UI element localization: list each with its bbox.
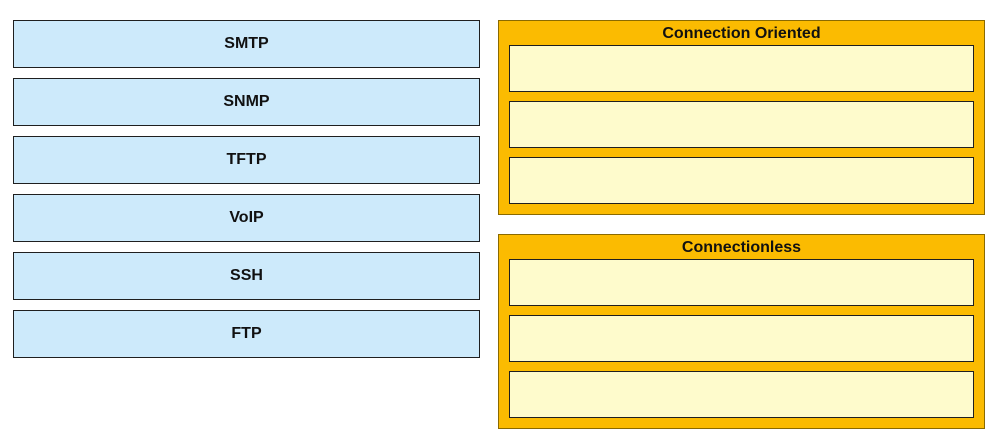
connectionless-group: Connectionless — [498, 234, 985, 429]
protocol-item-label: SMTP — [224, 35, 269, 52]
connectionless-title: Connectionless — [681, 239, 802, 256]
protocol-item-voip[interactable]: VoIP — [13, 194, 480, 242]
protocol-item-smtp[interactable]: SMTP — [13, 20, 480, 68]
connection-oriented-group: Connection Oriented — [498, 20, 985, 215]
connection-oriented-drop-slot[interactable] — [509, 101, 974, 148]
protocol-item-tftp[interactable]: TFTP — [13, 136, 480, 184]
connectionless-drop-slot[interactable] — [509, 315, 974, 362]
protocol-item-ftp[interactable]: FTP — [13, 310, 480, 358]
connectionless-drop-slot[interactable] — [509, 371, 974, 418]
connection-oriented-drop-slot[interactable] — [509, 157, 974, 204]
protocol-item-label: SSH — [230, 267, 263, 284]
connection-oriented-drop-slot[interactable] — [509, 45, 974, 92]
protocol-item-label: TFTP — [226, 151, 267, 168]
protocol-item-label: SNMP — [223, 93, 270, 110]
protocol-source-list: SMTP SNMP TFTP VoIP SSH FTP — [13, 20, 480, 368]
protocol-item-snmp[interactable]: SNMP — [13, 78, 480, 126]
connectionless-drop-slot[interactable] — [509, 259, 974, 306]
connection-oriented-title: Connection Oriented — [662, 25, 821, 42]
protocol-item-ssh[interactable]: SSH — [13, 252, 480, 300]
protocol-item-label: FTP — [231, 325, 262, 342]
protocol-item-label: VoIP — [229, 209, 264, 226]
